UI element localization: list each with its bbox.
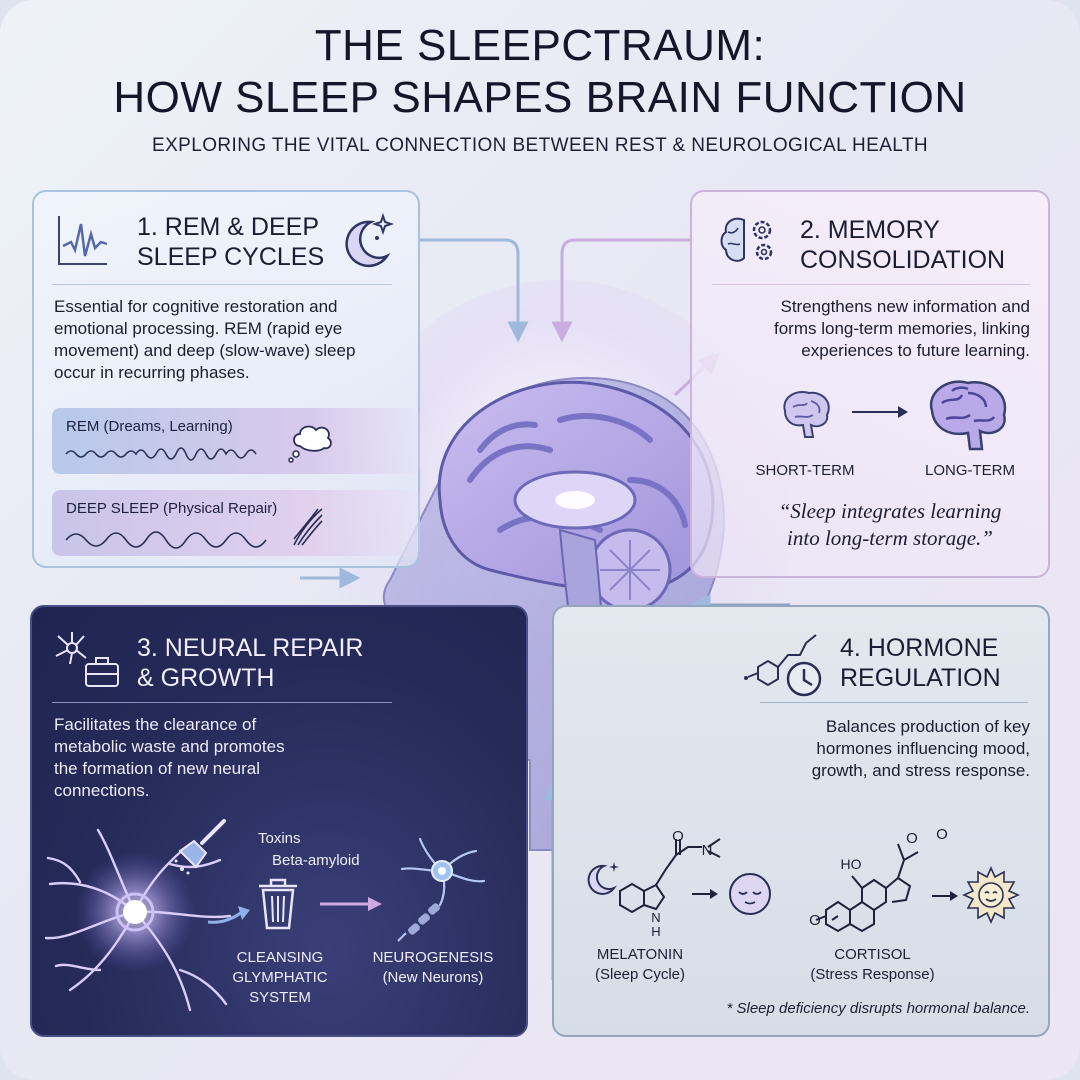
glowing-neuron-icon: [44, 828, 232, 1012]
panel-1-title: 1. REM & DEEP SLEEP CYCLES: [137, 212, 324, 272]
trash-can-icon: [259, 878, 297, 930]
title-line-2: HOW SLEEP SHAPES BRAIN FUNCTION: [113, 73, 967, 122]
sleepy-face-icon: [729, 873, 771, 915]
cortisol-o-label-ketone: O: [809, 912, 821, 929]
muscle-icon: [293, 508, 323, 546]
brush-icon: [174, 819, 226, 875]
cleansing-label-line: SYSTEM: [249, 989, 311, 1006]
panel-3-title-line-1: 3. NEURAL REPAIR: [137, 634, 364, 662]
panel-3-body: Facilitates the clearance of metabolic w…: [54, 714, 374, 802]
cortisol-label: CORTISOL (Stress Response): [785, 945, 960, 985]
panel-2-divider: [712, 284, 1030, 285]
beta-amyloid-label: Beta-amyloid: [272, 852, 360, 869]
cortisol-arrow: [932, 891, 958, 901]
deep-sleep-stage-card: DEEP SLEEP (Physical Repair): [52, 490, 420, 556]
panel-3-body-line: metabolic waste and promotes: [54, 737, 285, 756]
panel-memory-consolidation: [690, 190, 1050, 578]
panel-2-body: Strengthens new information and forms lo…: [700, 296, 1030, 362]
melatonin-label-line: MELATONIN: [596, 946, 684, 963]
memory-quote: “Sleep integrates learning into long-ter…: [740, 498, 1040, 552]
panel-1-body-line: movement) and deep (slow-wave) sleep: [54, 341, 356, 360]
cleansing-label-line: GLYMPHATIC: [232, 969, 328, 986]
long-term-label: LONG-TERM: [925, 462, 1015, 479]
panel-4-title-line-1: 4. HORMONE: [840, 634, 999, 662]
moon-stars-icon: [587, 862, 619, 895]
panel-4-title: 4. HORMONE REGULATION: [840, 633, 1001, 693]
small-brain-icon: [783, 391, 830, 438]
panel-4-body-line: growth, and stress response.: [811, 761, 1030, 780]
panel-1-divider: [52, 284, 392, 285]
cortisol-label-line: CORTISOL: [834, 946, 911, 963]
panel-1-body-line: occur in recurring phases.: [54, 363, 250, 382]
molecule-clock-icon: [744, 634, 822, 697]
panel-4-title-line-2: REGULATION: [840, 664, 1001, 692]
deep-sleep-wave: [65, 531, 267, 549]
brain-gears-icon: [720, 217, 773, 262]
melatonin-nh-h-label: H: [651, 924, 661, 939]
panel-3-body-line: Facilitates the clearance of: [54, 715, 257, 734]
melatonin-o-label: O: [672, 828, 684, 845]
cortisol-o-label-right: O: [936, 826, 948, 843]
moon-stars-icon: [345, 212, 395, 268]
cortisol-structure: [815, 843, 919, 933]
panel-3-body-line: connections.: [54, 781, 150, 800]
thought-cloud-icon: [288, 425, 332, 463]
neuron-toolbox-icon: [55, 632, 119, 687]
melatonin-label-line: (Sleep Cycle): [594, 966, 686, 983]
cleansing-glymphatic-label: CLEANSING GLYMPHATIC SYSTEM: [220, 948, 340, 1008]
rem-stage-card: REM (Dreams, Learning): [52, 408, 420, 474]
growth-arrow: [320, 897, 382, 911]
panel-3-title: 3. NEURAL REPAIR & GROWTH: [137, 633, 363, 693]
cleanse-arrow: [207, 906, 250, 924]
new-neuron-icon: [397, 837, 486, 942]
panel-3-body-line: the formation of new neural: [54, 759, 261, 778]
panel-2-body-line: experiences to future learning.: [801, 341, 1030, 360]
panel-3-divider: [52, 702, 392, 703]
waveform-icon: [58, 216, 108, 265]
panel-2-body-line: Strengthens new information and: [780, 297, 1031, 316]
large-brain-icon: [929, 380, 1007, 451]
page-subtitle: EXPLORING THE VITAL CONNECTION BETWEEN R…: [152, 135, 928, 156]
memory-quote-line-2: into long-term storage.”: [787, 526, 993, 550]
neurogenesis-label: NEUROGENESIS (New Neurons): [358, 948, 508, 988]
melatonin-label: MELATONIN (Sleep Cycle): [580, 945, 700, 985]
melatonin-n-label: N: [701, 842, 713, 859]
panel-1-body: Essential for cognitive restoration and …: [54, 296, 414, 384]
progress-arrow: [852, 406, 908, 418]
melatonin-structure: [619, 838, 721, 914]
panel-2-body-line: forms long-term memories, linking: [773, 319, 1030, 338]
rem-stage-label: REM (Dreams, Learning): [66, 418, 233, 435]
title-line-1: THE SLEEPCTRAUM:: [314, 21, 766, 70]
neurogenesis-label-line: NEUROGENESIS: [372, 949, 494, 966]
cortisol-label-line: (Stress Response): [810, 966, 935, 983]
panel-3-title-line-2: & GROWTH: [137, 664, 275, 692]
rem-wave: [65, 447, 257, 461]
panel-1-title-line-1: 1. REM & DEEP: [137, 213, 319, 241]
panel-2-title-line-1: 2. MEMORY: [800, 216, 940, 244]
neurogenesis-label-line: (New Neurons): [382, 969, 484, 986]
panel-1-title-line-2: SLEEP CYCLES: [137, 243, 325, 271]
panel-1-body-line: Essential for cognitive restoration and: [54, 297, 338, 316]
panel-4-body-line: hormones influencing mood,: [816, 739, 1030, 758]
short-term-label: SHORT-TERM: [755, 462, 855, 479]
panel-4-body-line: Balances production of key: [825, 717, 1030, 736]
panel-4-divider: [760, 702, 1028, 703]
memory-quote-line-1: “Sleep integrates learning: [778, 499, 1002, 523]
panel-2-title: 2. MEMORY CONSOLIDATION: [800, 215, 1005, 275]
panel-1-body-line: emotional processing. REM (rapid eye: [54, 319, 343, 338]
toxins-label: Toxins: [258, 830, 301, 847]
cleansing-label-line: CLEANSING: [236, 949, 324, 966]
panel-2-title-line-2: CONSOLIDATION: [800, 246, 1006, 274]
sun-face-icon: [962, 866, 1020, 924]
cortisol-o-label-top: O: [906, 830, 918, 847]
melatonin-nh-n-label: N: [651, 910, 661, 925]
cortisol-ho-label: HO: [840, 856, 862, 872]
deep-sleep-stage-label: DEEP SLEEP (Physical Repair): [66, 500, 278, 517]
melatonin-arrow: [692, 889, 718, 899]
panel-4-body: Balances production of key hormones infl…: [700, 716, 1030, 782]
hormone-footnote: * Sleep deficiency disrupts hormonal bal…: [726, 1000, 1030, 1017]
page-title: THE SLEEPCTRAUM: HOW SLEEP SHAPES BRAIN …: [0, 20, 1080, 124]
